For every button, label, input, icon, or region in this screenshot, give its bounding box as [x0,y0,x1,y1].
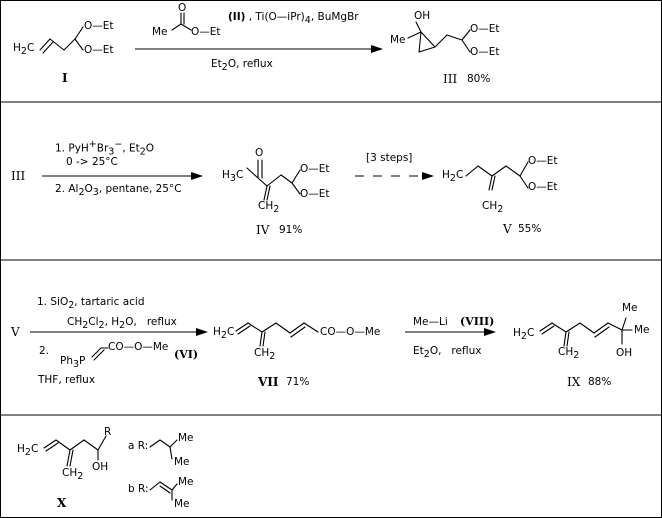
row3-ylide-ester: CO—O—Me [108,341,169,353]
cmpd-X-r: R [104,426,112,438]
cmpd-IV-h3c: H3C [222,169,244,185]
cmpd-V-yield: 55% [518,223,542,235]
cmpd-V-oet-1: O—Et [528,155,558,167]
cmpd-IV-oet-1: O—Et [300,163,330,175]
cmpd-V-ch2: CH2 [482,200,504,216]
compound-VII-bonds [235,322,319,347]
cmpd-IX-h2c: H2C [513,327,535,343]
compound-X-bonds [43,435,107,467]
ester-oet: O—Et [191,26,221,38]
cmpd-VII-label: VII [258,375,279,389]
cmpd-I-h2c: H2C [13,42,35,58]
row2-step2: 2. Al2O3, pentane, 25°C [55,183,182,199]
row2-step1b: 0 -> 25°C [66,156,118,168]
row1-reagents-top: (II) , Ti(O—iPr)4, BuMgBr [228,11,359,27]
steps-label: [3 steps] [366,152,413,164]
sub-a-prefix: a R: [128,440,149,452]
row3-step2-num: 2. [39,345,50,357]
sub-a-me-2: Me [174,456,190,468]
arrow-1-head [371,45,383,53]
sub-b-prefix: b R: [128,483,149,495]
row3-step1: 1. SiO2, tartaric acid [37,296,145,312]
substituent-b-bonds [149,481,178,501]
cmpd-I-oet-2: O—Et [84,44,114,56]
cmpd-III-oet-2: O—Et [470,46,500,58]
cmpd-V-oet-2: O—Et [528,181,558,193]
cmpd-X-oh: OH [92,461,109,473]
cmpd-I-label: I [62,71,68,85]
cmpd-X-h2c: H2C [17,443,39,459]
row3-conditions: Et2O, reflux [413,345,482,361]
cmpd-IX-yield: 88% [588,376,612,388]
arrow-5-head [484,328,496,336]
row1-reagents-bottom: Et2O, reflux [211,58,273,74]
arrow-4-head [196,328,208,336]
cmpd-IX-me-1: Me [622,302,638,314]
arrow-3-head [422,172,434,180]
cmpd-III-oh: OH [414,10,431,22]
compound-III-bonds [407,21,471,53]
cmpd-IV-oet-2: O—Et [300,188,330,200]
cmpd-VII-h2c: H2C [213,326,235,342]
cmpd-VII-ch2: CH2 [254,347,276,363]
cmpd-III-me: Me [390,34,406,46]
cmpd-III-yield: 80% [467,73,491,85]
sub-b-me-2: Me [174,498,190,510]
cmpd-IX-label: IX [567,375,581,389]
row3-ylide-ref: (VI) [174,348,199,361]
substituent-a-bonds [149,439,178,460]
compound-IV-bonds [246,159,301,201]
cmpd-IV-label: IV [256,223,270,237]
sub-b-me-1: Me [178,476,194,488]
cmpd-I-oet-1: O—Et [84,20,114,32]
ester-me: Me [152,26,168,38]
row3-start-label: V [11,325,20,339]
cmpd-III-oet-1: O—Et [470,23,500,35]
ylide-VI-bonds [91,347,109,361]
cmpd-VII-yield: 71% [286,376,310,388]
cmpd-X-label: X [57,496,67,510]
arrow-2-head [191,172,203,180]
reagent-ethyl-acetate-bonds [171,12,192,31]
sub-a-me-1: Me [178,432,194,444]
cmpd-V-label: V [503,222,512,236]
cmpd-IV-yield: 91% [279,224,303,236]
row3-ylide: Ph3P [60,355,86,371]
cmpd-IV-ch2: CH2 [258,200,280,216]
row2-start-label: III [11,169,26,183]
cmpd-X-ch2: CH2 [62,467,84,483]
compound-I-bonds [39,26,84,54]
cmpd-IX-oh: OH [616,347,633,359]
reagent-meli: Me—Li [413,316,448,328]
row2-step1: 1. PyH+Br3−, Et2O [55,139,155,158]
reagent-meli-ref: (VIII) [460,315,495,328]
cmpd-IX-ch2: CH2 [558,346,580,362]
cmpd-VII-ester: CO—O—Me [320,326,381,338]
cmpd-IX-me-2: Me [634,324,650,336]
cmpd-V-h2c: H2C [442,169,464,185]
cmpd-III-label: III [443,72,458,86]
ester-o: O [178,2,187,14]
cmpd-IV-o: O [255,147,264,159]
compound-V-bonds [465,161,529,191]
compound-IX-bonds [539,317,633,347]
row3-step1b: CH2Cl2, H2O, reflux [67,316,177,332]
row3-step2b: THF, reflux [38,374,96,386]
